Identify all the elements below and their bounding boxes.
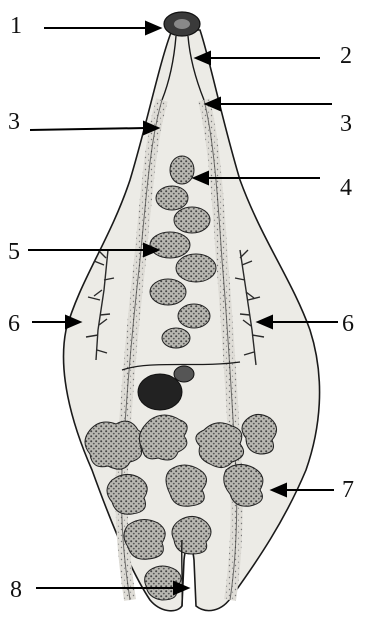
label-6-right: 6 bbox=[342, 312, 354, 336]
ovary bbox=[138, 374, 182, 410]
label-1: 1 bbox=[10, 14, 22, 38]
label-7: 7 bbox=[342, 478, 354, 502]
label-8: 8 bbox=[10, 578, 22, 602]
label-4: 4 bbox=[340, 176, 352, 200]
label-5: 5 bbox=[8, 240, 20, 264]
label-3-right: 3 bbox=[340, 112, 352, 136]
excretory-canal bbox=[182, 540, 183, 606]
label-3-left: 3 bbox=[8, 110, 20, 134]
label-6-left: 6 bbox=[8, 312, 20, 336]
shell-gland bbox=[174, 366, 194, 382]
label-2: 2 bbox=[340, 44, 352, 68]
